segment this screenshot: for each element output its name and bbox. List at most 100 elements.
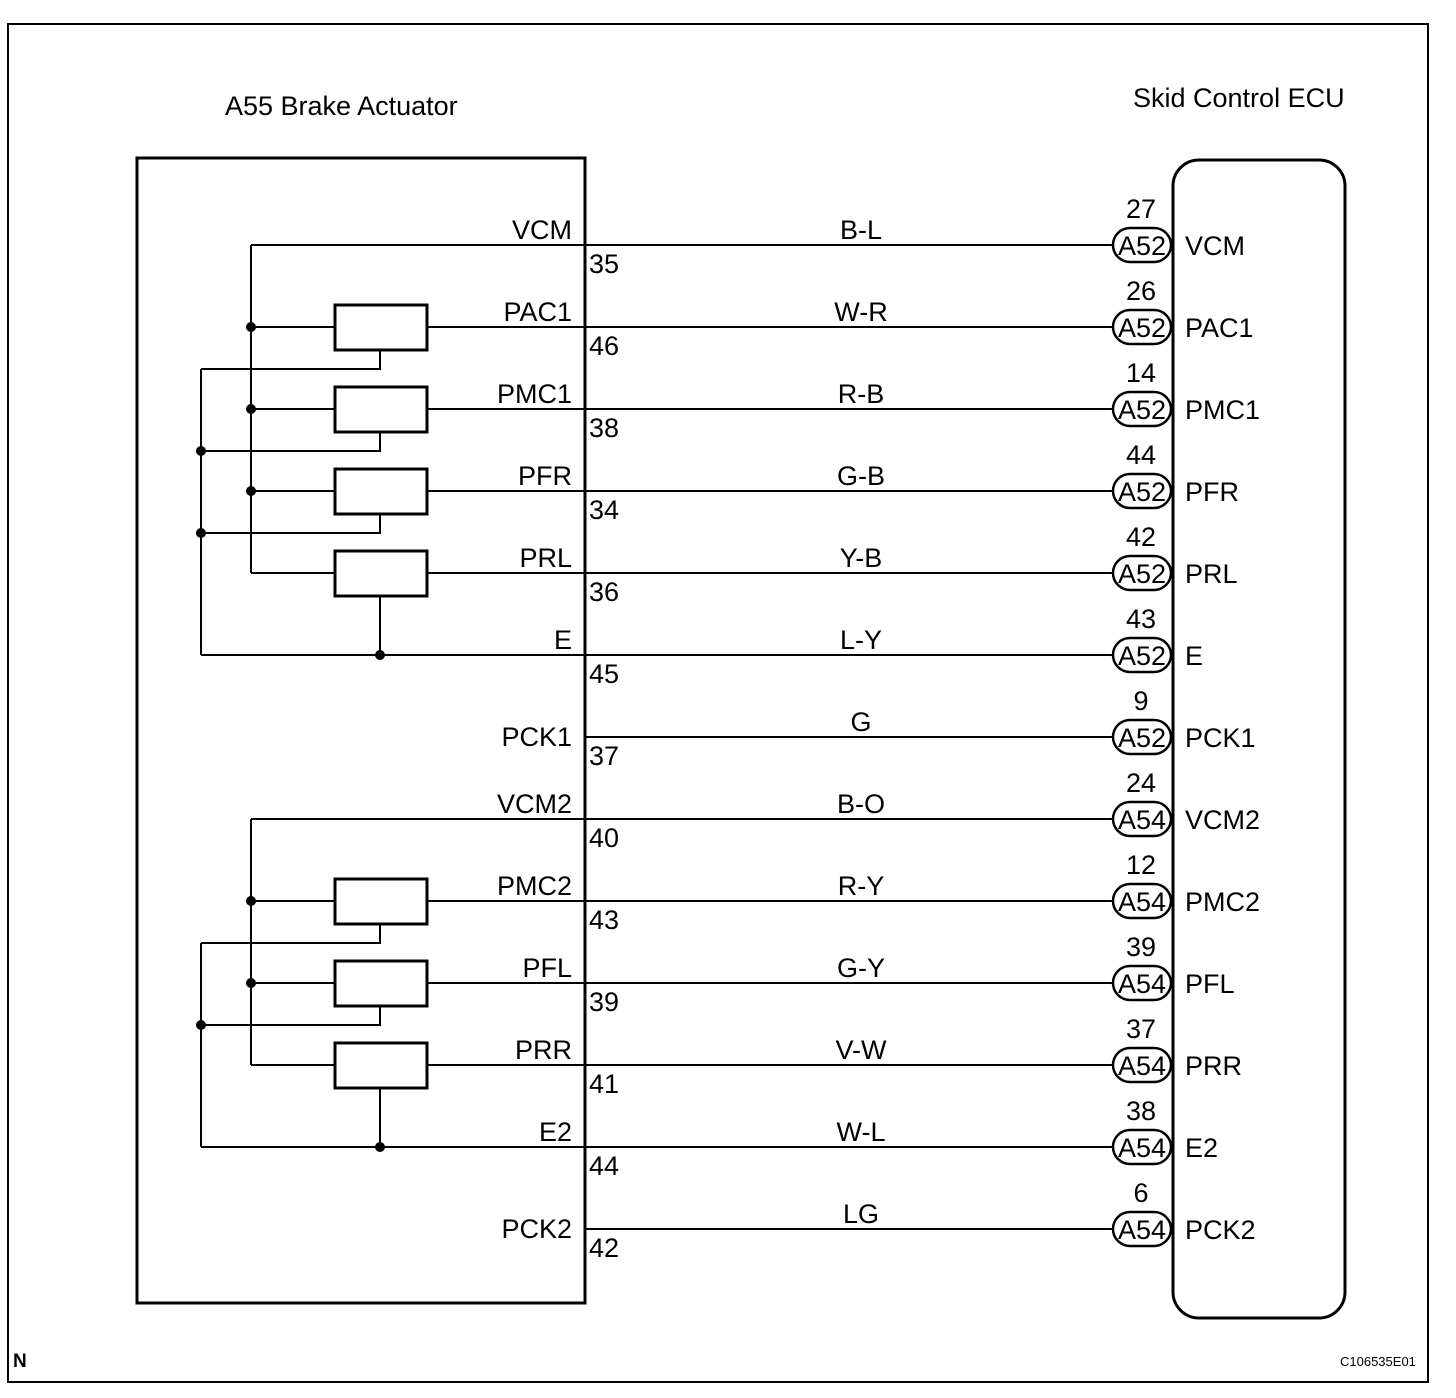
ecu-title: Skid Control ECU [1133,83,1345,113]
wire-color-code: B-L [840,215,882,245]
ecu-connector-label: A54 [1118,1051,1166,1081]
connector-badge [1111,390,1173,428]
connector-badge [1111,1128,1173,1166]
connector-badge [1111,554,1173,592]
resistor-prr [333,1041,429,1090]
wire-color-code: R-Y [838,871,885,901]
resistor-pfr [333,467,429,516]
actuator-pin-number: 43 [589,905,619,935]
ecu-connector-label: A52 [1118,231,1166,261]
junction-dot [246,978,256,988]
actuator-pin-number: 42 [589,1233,619,1263]
resistor-pmc2 [333,877,429,926]
ecu-pin-number: 12 [1126,850,1156,880]
ecu-terminal-label: E [1185,641,1203,671]
wire-color-code: G-Y [837,953,885,983]
ecu-pin-number: 27 [1126,194,1156,224]
ecu-terminal-label: E2 [1185,1133,1218,1163]
orientation-mark: N [13,1351,27,1372]
ecu-terminal-label: PMC1 [1185,395,1260,425]
ecu-connector-label: A52 [1118,313,1166,343]
actuator-terminal-label: PCK2 [501,1214,572,1244]
brake-actuator-box [135,156,587,1305]
ecu-connector-label: A54 [1118,969,1166,999]
wire-color-code: G-B [837,461,885,491]
actuator-terminal-label: VCM [512,215,572,245]
connector-badge [1111,964,1173,1002]
ecu-pin-number: 9 [1133,686,1148,716]
actuator-pin-number: 37 [589,741,619,771]
wire-color-code: V-W [836,1035,888,1065]
ecu-pin-number: 43 [1126,604,1156,634]
wire-color-code: Y-B [840,543,883,573]
ecu-terminal-label: PFL [1185,969,1235,999]
ecu-connector-label: A52 [1118,395,1166,425]
ecu-pin-number: 39 [1126,932,1156,962]
actuator-terminal-label: PAC1 [503,297,572,327]
figure-frame [7,23,1429,1383]
ecu-pin-number: 42 [1126,522,1156,552]
wire-color-code: LG [843,1199,879,1229]
actuator-terminal-label: PFL [522,953,572,983]
ground-tap [201,924,381,944]
ecu-terminal-label: PAC1 [1185,313,1254,343]
actuator-terminal-label: PRL [519,543,572,573]
connector-badge [1111,472,1173,510]
junction-dot [246,322,256,332]
junction-dot [196,1020,206,1030]
wire-color-code: W-R [834,297,888,327]
actuator-pin-number: 38 [589,413,619,443]
connector-badge [1111,800,1173,838]
actuator-pin-number: 35 [589,249,619,279]
connector-badge [1111,226,1173,264]
resistor-prl [333,549,429,598]
connector-badge [1111,636,1173,674]
ecu-pin-number: 6 [1133,1178,1148,1208]
junction-dot [196,528,206,538]
junction-dot [246,486,256,496]
ecu-connector-label: A52 [1118,723,1166,753]
actuator-terminal-label: PRR [515,1035,572,1065]
ecu-pin-number: 24 [1126,768,1156,798]
connector-badge [1111,1210,1173,1248]
ecu-connector-label: A54 [1118,1215,1166,1245]
ground-tap [201,432,381,452]
actuator-internal-circuit-upper [196,244,585,660]
ecu-pin-number: 14 [1126,358,1156,388]
skid-control-ecu-box [1171,158,1347,1320]
actuator-pin-number: 45 [589,659,619,689]
wire-color-code: R-B [838,379,885,409]
actuator-terminal-label: VCM2 [497,789,572,819]
ecu-pin-number: 26 [1126,276,1156,306]
junction-dot [375,650,385,660]
wire-color-code: W-L [836,1117,885,1147]
ecu-pin-number: 44 [1126,440,1156,470]
junction-dot [196,446,206,456]
ecu-connector-label: A52 [1118,641,1166,671]
ecu-connector-label: A52 [1118,477,1166,507]
ecu-terminal-label: VCM2 [1185,805,1260,835]
actuator-terminal-label: PFR [518,461,572,491]
actuator-terminal-label: PCK1 [501,722,572,752]
junction-dot [375,1142,385,1152]
ecu-connector-label: A52 [1118,559,1166,589]
actuator-pin-number: 41 [589,1069,619,1099]
ecu-pin-number: 37 [1126,1014,1156,1044]
connector-badge [1111,1046,1173,1084]
ecu-terminal-label: PCK1 [1185,723,1256,753]
resistor-pfl [333,959,429,1008]
actuator-terminal-label: E2 [539,1117,572,1147]
ecu-terminal-label: PCK2 [1185,1215,1256,1245]
connector-badge [1111,308,1173,346]
actuator-pin-number: 46 [589,331,619,361]
ecu-connector-label: A54 [1118,1133,1166,1163]
